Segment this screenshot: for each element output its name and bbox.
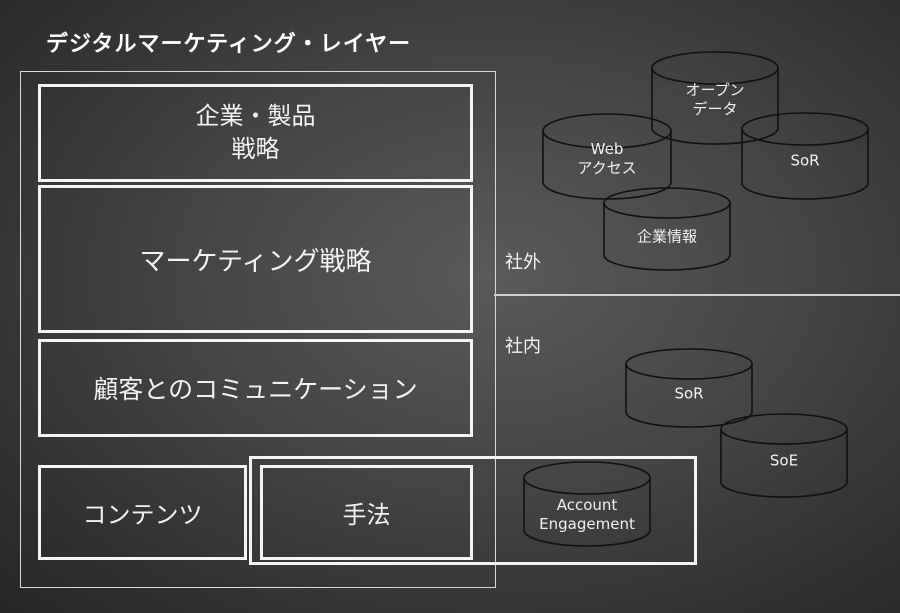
- strategy-layer-box: 企業・製品 戦略: [38, 84, 473, 182]
- soe-label: SoE: [770, 452, 798, 471]
- method-group-frame: [249, 456, 697, 565]
- strategy-label-line2: 戦略: [231, 135, 280, 163]
- zone-divider-line: [494, 294, 900, 296]
- account-engagement-label: Account Engagement: [539, 496, 635, 534]
- contents-label: コンテンツ: [82, 501, 203, 529]
- soe-label-text: SoE: [769, 451, 799, 470]
- contents-layer-box: コンテンツ: [38, 465, 247, 560]
- diagram-title: デジタルマーケティング・レイヤー: [46, 32, 412, 57]
- layer-stack-frame: [20, 71, 496, 588]
- sor-internal-label: SoR: [674, 385, 703, 404]
- sor-external-label: SoR: [790, 152, 819, 171]
- strategy-label-line1: 企業・製品: [195, 102, 316, 130]
- web-access-label: Web アクセス: [577, 140, 636, 178]
- marketing-strategy-label: マーケティング戦略: [139, 246, 372, 277]
- external-zone-label: 社外: [505, 252, 541, 273]
- open-data-label: オープン データ: [685, 81, 744, 119]
- web-access-label-line1: Web: [590, 140, 624, 158]
- method-layer-box: 手法: [260, 465, 473, 560]
- open-data-label-line1: オープン: [685, 81, 745, 99]
- sor-internal-label-text: SoR: [674, 384, 704, 403]
- company-info-label: 企業情報: [637, 228, 697, 247]
- account-engagement-cylinder: [523, 461, 651, 547]
- sor-external-label-text: SoR: [790, 151, 820, 170]
- account-engagement-label-line1: Account: [556, 496, 618, 514]
- web-access-label-line2: アクセス: [577, 159, 637, 177]
- soe-cylinder: [720, 413, 848, 498]
- open-data-cylinder: [651, 51, 779, 145]
- company-info-cylinder: [603, 187, 731, 271]
- company-info-label-text: 企業情報: [636, 227, 698, 246]
- method-label: 手法: [342, 501, 391, 529]
- sor-external-cylinder: [741, 112, 869, 200]
- communication-label: 顧客とのコミュニケーション: [93, 375, 418, 404]
- sor-internal-cylinder: [625, 348, 753, 428]
- marketing-strategy-layer-box: マーケティング戦略: [38, 185, 473, 333]
- account-engagement-label-line2: Engagement: [539, 515, 635, 533]
- communication-layer-box: 顧客とのコミュニケーション: [38, 339, 473, 437]
- internal-zone-label: 社内: [505, 336, 541, 357]
- open-data-label-line2: データ: [692, 100, 738, 118]
